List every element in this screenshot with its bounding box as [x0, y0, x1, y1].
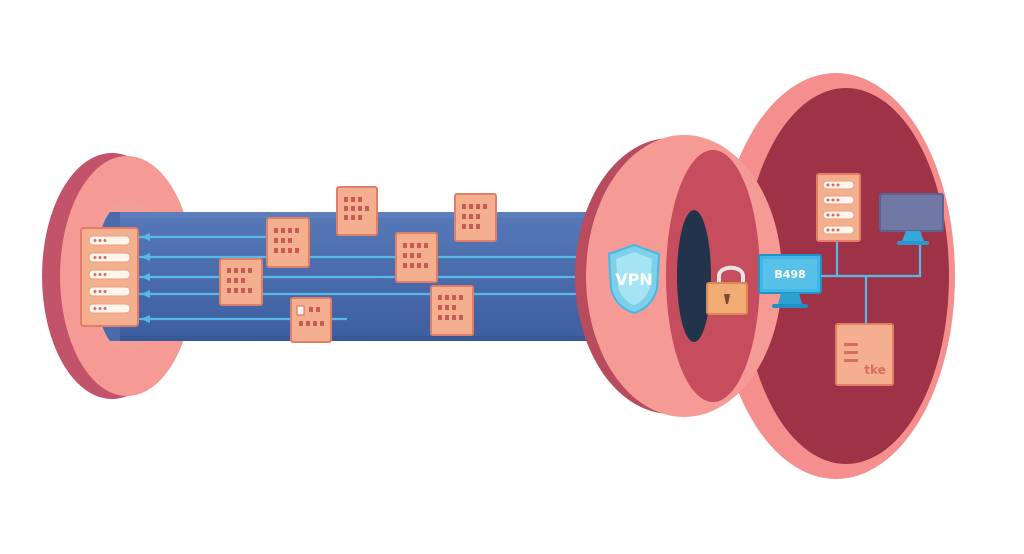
packet-6 — [290, 297, 332, 343]
server-badge-label: tke — [864, 363, 886, 377]
monitor-label: B498 — [774, 268, 805, 281]
server-badge: tke — [835, 323, 894, 386]
gray-monitor-icon — [879, 193, 944, 245]
packet-7 — [430, 285, 474, 336]
data-packets — [219, 186, 497, 343]
packet-3 — [266, 217, 310, 268]
left-server-rack — [80, 227, 139, 327]
right-server-rack — [816, 173, 861, 242]
packet-1 — [336, 186, 378, 236]
padlock-icon — [706, 265, 748, 315]
packet-4 — [395, 232, 438, 283]
packet-2 — [454, 193, 497, 242]
shield-label: VPN — [615, 270, 653, 289]
packet-5 — [219, 258, 263, 306]
desktop-monitor-icon: B498 — [758, 254, 822, 308]
shield-icon: VPN — [607, 243, 661, 315]
